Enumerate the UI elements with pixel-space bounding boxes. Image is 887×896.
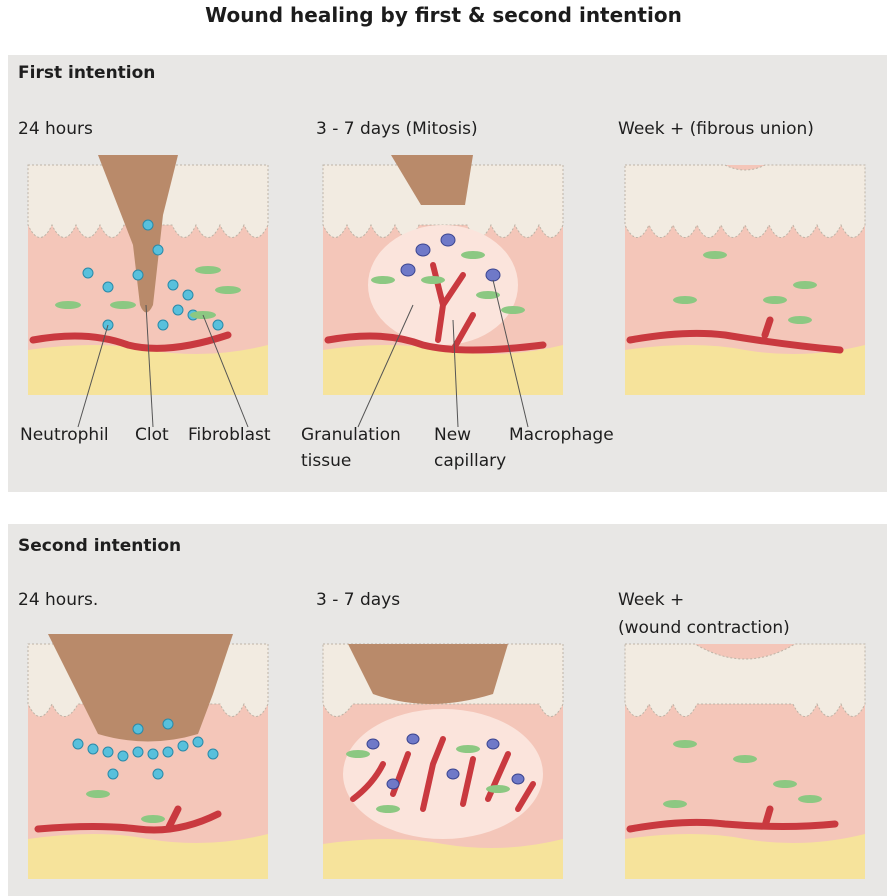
macrophages	[366, 733, 525, 790]
fat-layer	[323, 345, 563, 395]
blood-vessel	[29, 331, 232, 352]
new-capillaries	[350, 736, 536, 812]
second-3-7-days-diagram	[322, 643, 564, 879]
label-neutrophil: Neutrophil	[20, 425, 109, 445]
clot	[98, 155, 178, 313]
first-3-7-days-leader-lines	[357, 279, 529, 428]
fibroblasts	[346, 745, 510, 813]
first-stage-3-label: Week + (fibrous union)	[618, 119, 814, 139]
second-intention-panel: Second intention 24 hours. 3 - 7 days We…	[8, 524, 887, 896]
fibroblasts	[663, 740, 822, 808]
epidermis-layer	[624, 643, 866, 717]
fat-layer	[323, 839, 563, 879]
second-week-diagram	[624, 643, 866, 879]
fibroblasts	[673, 251, 817, 324]
fibroblasts	[86, 790, 165, 823]
label-clot: Clot	[135, 425, 169, 445]
granulation-tissue	[343, 709, 543, 839]
label-macrophage: Macrophage	[509, 425, 614, 445]
blood-vessel	[324, 332, 547, 354]
first-3-7-days-diagram	[322, 155, 564, 428]
fat-layer	[28, 834, 268, 879]
first-24h-leader-lines	[77, 304, 249, 428]
first-intention-heading: First intention	[18, 63, 156, 83]
fat-layer	[28, 345, 268, 395]
first-intention-panel: First intention 24 hours 3 - 7 days (Mit…	[8, 55, 887, 492]
macrophages	[400, 233, 501, 282]
second-stage-1-label: 24 hours.	[18, 590, 99, 610]
second-24h-diagram	[27, 634, 269, 879]
fat-layer	[625, 345, 865, 395]
scab	[348, 644, 508, 704]
scab	[391, 155, 473, 205]
first-24h-diagram	[27, 155, 269, 428]
epidermis-layer	[624, 164, 866, 238]
clot	[48, 634, 233, 742]
fat-layer	[625, 834, 865, 879]
label-granulation-tissue: Granulation tissue	[301, 425, 401, 471]
blood-vessel	[34, 805, 222, 834]
label-new-capillary: New capillary	[434, 425, 507, 471]
fibroblasts	[371, 251, 525, 314]
second-stage-3-label: Week + (wound contraction)	[618, 590, 790, 638]
second-stage-2-label: 3 - 7 days	[316, 590, 401, 610]
first-stage-1-label: 24 hours	[18, 119, 93, 139]
label-fibroblast: Fibroblast	[188, 425, 271, 445]
neutrophils	[72, 718, 219, 780]
figure-title: Wound healing by first & second intentio…	[205, 3, 682, 27]
first-week-diagram	[624, 164, 866, 395]
first-stage-2-label: 3 - 7 days (Mitosis)	[316, 119, 478, 139]
blood-vessel	[626, 805, 839, 833]
blood-vessel	[626, 316, 844, 354]
second-intention-heading: Second intention	[18, 536, 182, 556]
